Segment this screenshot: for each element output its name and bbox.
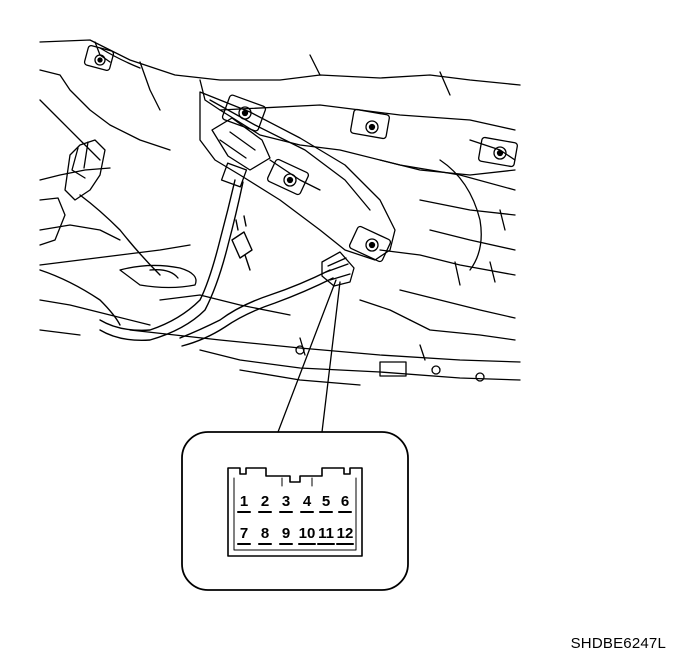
upper-connector	[211, 117, 271, 188]
connector-callout-box	[181, 431, 409, 591]
callout-leader	[277, 279, 341, 433]
wiring-harness	[39, 179, 334, 347]
figure-code: SHDBE6247L	[570, 635, 666, 652]
pin-underlines	[237, 511, 354, 545]
pin-numbers: 1 2 3 4 5 6 7 8 9 10 11 12	[240, 493, 354, 542]
bolt-heads	[94, 54, 507, 252]
pin-label: 2	[261, 493, 269, 510]
pin-label: 12	[337, 525, 354, 542]
pin-label: 7	[240, 525, 248, 542]
pin-label: 8	[261, 525, 269, 542]
pin-label: 6	[341, 493, 349, 510]
pin-label: 11	[318, 525, 334, 542]
pin-label: 3	[282, 493, 290, 510]
dashboard-panel	[39, 39, 521, 386]
pin-label: 1	[240, 493, 248, 510]
pin-label: 9	[282, 525, 290, 542]
pin-label: 10	[299, 525, 316, 542]
target-connector	[321, 251, 355, 287]
pin-label: 5	[322, 493, 330, 510]
pin-label: 4	[303, 493, 312, 510]
